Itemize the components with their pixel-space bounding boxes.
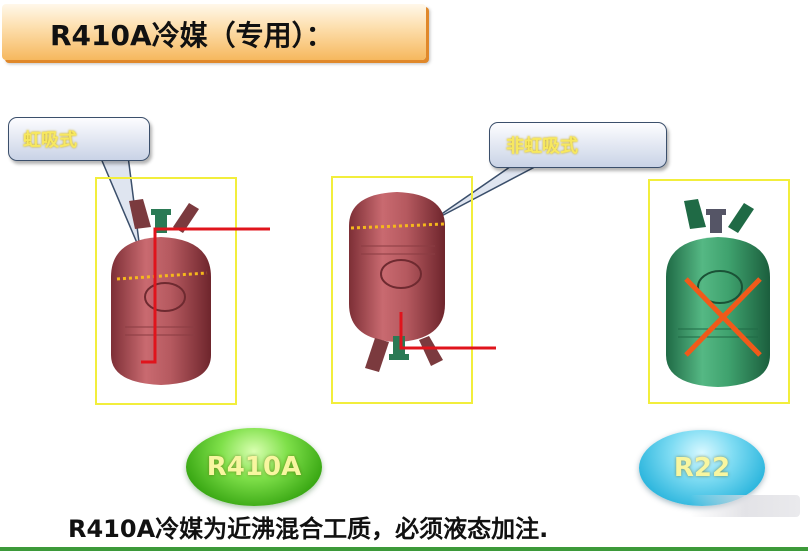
watermark [690,495,800,517]
caption-text: R410A冷媒为近沸混合工质，必须液态加注. [68,515,549,543]
callout-non-siphon: 非虹吸式 [489,122,667,168]
cross-mark-stroke-2 [684,277,762,357]
callout-non-siphon-label: 非虹吸式 [506,136,578,157]
bottom-divider [0,547,808,551]
r410a-button-label: R410A [206,452,302,482]
r410a-button[interactable]: R410A [186,428,322,506]
page-title: R410A冷媒（专用）： [50,19,334,52]
r22-button[interactable]: R22 [639,430,765,506]
r22-button-label: R22 [673,453,731,483]
frame-inverted-cylinder [331,176,473,404]
inverted-cylinder-illustration [349,192,496,372]
frame-r22-cylinder [648,179,790,404]
frame-siphon-cylinder [95,177,237,405]
siphon-cylinder-illustration [111,199,270,385]
title-banner: R410A冷媒（专用）： [2,4,426,60]
callout-siphon: 虹吸式 [8,117,150,161]
r22-cylinder-illustration [666,199,770,387]
callout-siphon-label: 虹吸式 [23,130,77,151]
